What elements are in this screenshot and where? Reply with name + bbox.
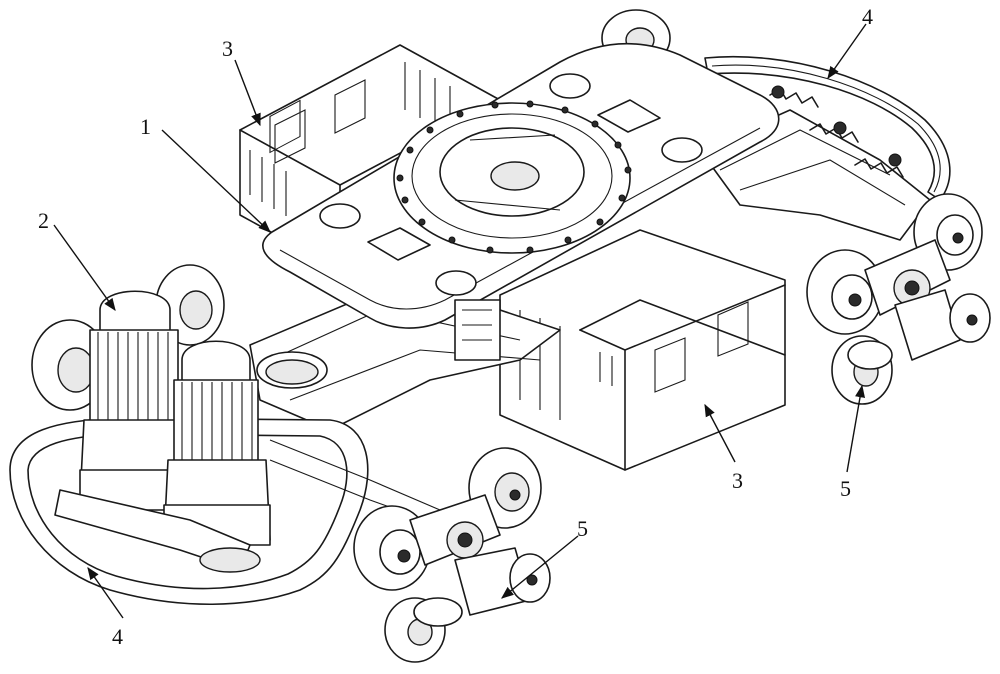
callout-4b: 4 [112, 624, 123, 649]
callout-5a: 5 [577, 516, 588, 541]
callout-5b: 5 [840, 476, 851, 501]
electronics-box-right [500, 230, 785, 470]
leader-4a [828, 24, 866, 78]
callout-2: 2 [38, 208, 49, 233]
callout-4a: 4 [862, 4, 873, 29]
leader-3a [235, 60, 260, 125]
spring-1 [770, 86, 818, 107]
callout-3b: 3 [732, 468, 743, 493]
leader-2 [54, 225, 115, 310]
callout-1: 1 [140, 114, 151, 139]
callout-3a: 3 [222, 36, 233, 61]
